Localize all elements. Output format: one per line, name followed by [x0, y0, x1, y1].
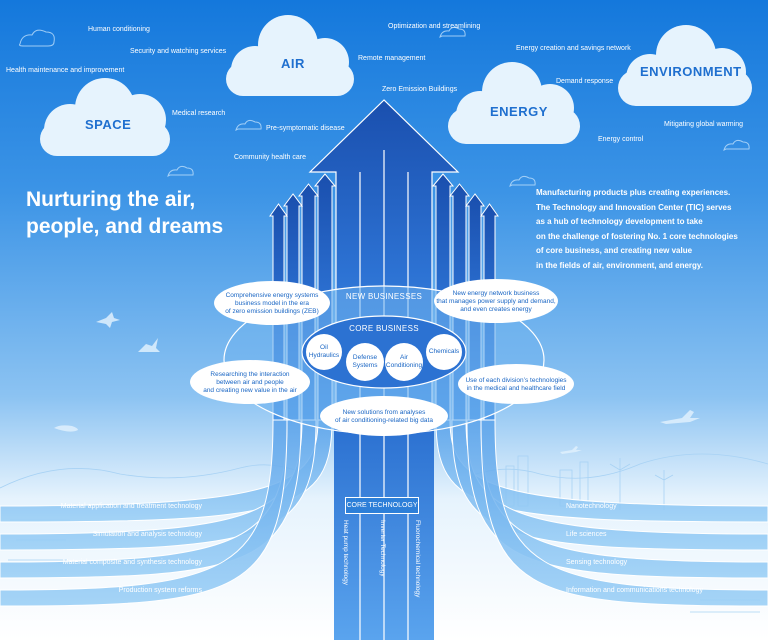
new-businesses-title: NEW BUSINESSES — [345, 292, 423, 301]
energy-label: ENERGY — [490, 104, 548, 119]
label-energy-control: Energy control — [598, 136, 644, 143]
label-remote-management: Remote management — [358, 55, 426, 62]
circle-chemicals — [426, 334, 462, 370]
text-oil-line-1: Oil — [320, 344, 328, 351]
text-interaction-line-3: and creating new value in the air — [203, 387, 297, 394]
cloud-environment — [618, 25, 752, 106]
text-network-line-2: that manages power supply and demand, — [436, 298, 556, 305]
text-zeb-line-2: business model in the era — [234, 300, 310, 307]
text-medical-line-2: in the medical and healthcare field — [466, 385, 566, 392]
label-optimization: Optimization and streamlining — [388, 23, 481, 30]
oval-medical — [458, 364, 574, 404]
label-energy-creation: Energy creation and savings network — [516, 45, 631, 52]
text-network-line-3: and even creates energy — [460, 306, 532, 313]
core-business-title: CORE BUSINESS — [349, 324, 419, 333]
text-network-line-1: New energy network business — [452, 290, 540, 297]
core-tech-stems — [334, 420, 434, 640]
text-defense-line-2: Systems — [352, 362, 378, 369]
air-label: AIR — [281, 56, 305, 71]
text-inverter: Inverter Technology — [379, 520, 386, 577]
oval-energy-network — [434, 279, 558, 323]
text-oil-hydraulics: Oil Hydraulics — [309, 344, 339, 360]
text-energy-network: New energy network business that manages… — [436, 290, 555, 314]
cloud-energy — [448, 62, 580, 144]
text-aircond-line-1: Air — [400, 354, 408, 361]
text-air-people: Researching the interaction between air … — [203, 371, 297, 395]
label-mitigating-warming: Mitigating global warming — [664, 121, 743, 128]
text-medical: Use of each division’s technologies in t… — [465, 377, 566, 393]
label-security-watching: Security and watching services — [130, 48, 227, 55]
tech-left-3: Production system reforms — [118, 587, 202, 594]
circle-defense-systems — [346, 343, 384, 381]
tech-left-1: Simulation and analysis technology — [92, 531, 202, 538]
text-big-data: New solutions from analyses of air condi… — [335, 409, 433, 425]
text-zeb-line-1: Comprehensive energy systems — [225, 292, 319, 299]
intro-line-6: in the fields of air, environment, and e… — [536, 260, 703, 270]
text-fluorochemical: Fluorochemical technology — [414, 520, 421, 598]
label-pre-symptomatic: Pre-symptomatic disease — [266, 125, 345, 132]
circle-air-conditioning — [385, 343, 423, 381]
oval-big-data — [320, 396, 448, 436]
tech-right-1: Life sciences — [566, 531, 607, 538]
tech-right-3: Information and communications technolog… — [566, 587, 703, 594]
text-oil-line-2: Hydraulics — [308, 352, 340, 359]
intro-line-2: The Technology and Innovation Center (TI… — [536, 202, 732, 212]
text-zeb: Comprehensive energy systems business mo… — [225, 292, 319, 316]
space-label: SPACE — [85, 117, 132, 132]
intro-line-1: Manufacturing products plus creating exp… — [536, 188, 731, 197]
label-medical-research: Medical research — [172, 110, 226, 117]
label-zero-emission: Zero Emission Buildings — [382, 86, 458, 93]
tech-left-0: Material application and treatment techn… — [60, 503, 202, 510]
text-medical-line-1: Use of each division’s technologies — [465, 377, 567, 384]
core-business-ring — [301, 315, 467, 389]
city-landscape — [0, 453, 768, 613]
oval-zeb — [214, 281, 330, 325]
text-chemicals: Chemicals — [428, 348, 460, 355]
headline: Nurturing the air, people, and dreams — [26, 186, 223, 240]
label-community-health: Community health care — [234, 154, 306, 161]
headline-line-2: people, and dreams — [26, 215, 224, 238]
intro-line-4: on the challenge of fostering No. 1 core… — [536, 231, 738, 241]
environment-label: ENVIRONMENT — [640, 64, 742, 79]
text-zeb-line-3: of zero emission buildings (ZEB) — [225, 308, 319, 315]
tech-right-2: Sensing technology — [566, 559, 628, 566]
core-technology-title: CORE TECHNOLOGY — [345, 497, 419, 514]
text-bigdata-line-2: of air conditioning-related big data — [335, 417, 433, 424]
tech-right-0: Nanotechnology — [566, 503, 617, 510]
text-bigdata-line-1: New solutions from analyses — [342, 409, 426, 416]
label-demand-response: Demand response — [556, 78, 614, 85]
intro-line-5: of core business, and creating new value — [536, 246, 693, 255]
intro-paragraph: Manufacturing products plus creating exp… — [536, 186, 768, 273]
text-interaction-line-1: Researching the interaction — [210, 371, 290, 378]
headline-line-1: Nurturing the air, — [26, 188, 196, 211]
intro-line-3: as a hub of technology development to ta… — [536, 217, 703, 226]
oval-air-people — [190, 360, 310, 404]
text-defense-line-1: Defense — [352, 354, 378, 361]
cloud-air — [226, 15, 354, 96]
tech-band-left-3 — [0, 419, 288, 607]
cloud-space — [40, 78, 170, 156]
small-clouds — [19, 26, 750, 187]
label-health-maintenance: Health maintenance and improvement — [6, 67, 125, 74]
text-air-conditioning: Air Conditioning — [386, 354, 422, 370]
birds-and-planes — [54, 312, 700, 454]
tech-left-2: Material composite and synthesis technol… — [62, 559, 202, 566]
label-human-conditioning: Human conditioning — [88, 26, 150, 33]
text-interaction-line-2: between air and people — [216, 379, 284, 386]
circle-oil-hydraulics — [306, 334, 342, 370]
text-heat-pump: Heat pump technology — [342, 520, 349, 586]
text-aircond-line-2: Conditioning — [385, 362, 423, 369]
text-defense-systems: Defense Systems — [353, 354, 378, 370]
